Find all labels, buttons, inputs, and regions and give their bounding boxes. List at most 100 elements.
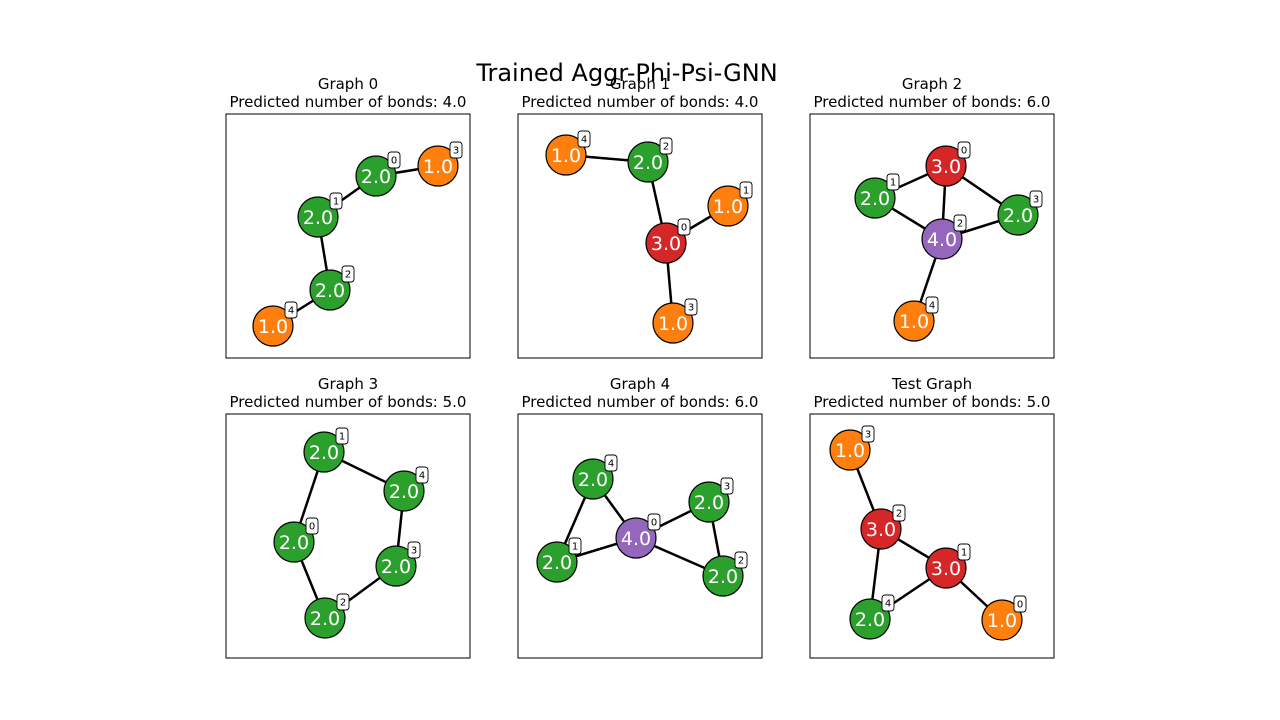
node-index-label: 0 (391, 156, 397, 167)
node-value-label: 1.0 (987, 610, 1017, 632)
node-index-label: 2 (345, 270, 351, 281)
node-index-tag (861, 425, 875, 443)
graph-node (860, 508, 902, 550)
node-value-label: 2.0 (303, 207, 333, 229)
graph-node (652, 302, 694, 344)
node-index-tag (957, 141, 971, 159)
node-value-label: 1.0 (899, 311, 929, 333)
graph-node (383, 470, 425, 512)
node-index-label: 1 (890, 178, 896, 189)
graph-node (572, 458, 614, 500)
graph-node (355, 155, 397, 197)
graph-node (645, 222, 687, 264)
node-index-label: 2 (340, 598, 346, 609)
node-value-label: 4.0 (927, 229, 957, 251)
graph-node (981, 599, 1023, 641)
graph-node (545, 134, 587, 176)
node-index-tag (953, 214, 967, 232)
graph-node (417, 145, 459, 187)
node-value-label: 2.0 (860, 188, 890, 210)
graph-node (375, 545, 417, 587)
node-index-tag (335, 427, 349, 445)
panel-frame (809, 113, 1055, 359)
graph-node (273, 521, 315, 563)
node-index-tag (881, 594, 895, 612)
node-index-label: 0 (1017, 600, 1023, 611)
figure-title: Trained Aggr-Phi-Psi-GNN (475, 59, 777, 87)
node-index-tag (387, 151, 401, 169)
node-index-tag (1029, 190, 1043, 208)
panel-subtitle: Predicted number of bonds: 5.0 (814, 393, 1051, 411)
node-index-tag (449, 141, 463, 159)
panel-title: Graph 4 (610, 375, 670, 393)
node-index-tag (577, 130, 591, 148)
panel-title: Graph 2 (902, 75, 962, 93)
node-index-label: 0 (651, 518, 657, 529)
node-value-label: 2.0 (309, 442, 339, 464)
panel-frame (517, 113, 763, 359)
node-index-label: 0 (681, 223, 687, 234)
node-value-label: 1.0 (658, 313, 688, 335)
graph-node (997, 194, 1039, 236)
graph-node (303, 431, 345, 473)
panel-title: Test Graph (891, 375, 972, 393)
node-index-label: 1 (572, 542, 578, 553)
node-index-label: 4 (288, 306, 294, 317)
panel-title: Graph 3 (318, 375, 378, 393)
graph-node (854, 177, 896, 219)
node-value-label: 2.0 (1003, 205, 1033, 227)
panel-frame (225, 113, 471, 359)
node-index-label: 3 (453, 146, 459, 157)
node-index-label: 3 (724, 482, 730, 493)
node-index-tag (336, 593, 350, 611)
node-index-tag (739, 181, 753, 199)
node-index-tag (329, 192, 343, 210)
node-index-tag (734, 551, 748, 569)
node-value-label: 4.0 (621, 528, 651, 550)
node-value-label: 2.0 (578, 469, 608, 491)
graph-node (627, 141, 669, 183)
node-index-label: 1 (339, 432, 345, 443)
node-value-label: 2.0 (310, 608, 340, 630)
graph-node (925, 145, 967, 187)
node-index-label: 0 (961, 146, 967, 157)
node-index-label: 4 (608, 459, 614, 470)
node-value-label: 2.0 (694, 492, 724, 514)
graph-node (829, 429, 871, 471)
node-index-label: 1 (743, 186, 749, 197)
node-value-label: 2.0 (389, 481, 419, 503)
node-index-label: 3 (411, 546, 417, 557)
graph-node (309, 269, 351, 311)
node-index-tag (659, 137, 673, 155)
node-value-label: 2.0 (315, 280, 345, 302)
graph-node (252, 305, 294, 347)
node-value-label: 2.0 (542, 552, 572, 574)
node-value-label: 2.0 (361, 166, 391, 188)
graph-node (536, 541, 578, 583)
node-value-label: 3.0 (931, 558, 961, 580)
node-index-tag (305, 517, 319, 535)
node-value-label: 2.0 (708, 566, 738, 588)
node-index-tag (720, 477, 734, 495)
node-index-tag (415, 466, 429, 484)
node-index-tag (647, 513, 661, 531)
node-value-label: 2.0 (279, 532, 309, 554)
node-index-tag (886, 173, 900, 191)
node-value-label: 2.0 (381, 556, 411, 578)
node-value-label: 2.0 (855, 609, 885, 631)
node-index-label: 4 (929, 301, 935, 312)
node-index-label: 4 (581, 135, 587, 146)
node-index-label: 1 (961, 548, 967, 559)
node-value-label: 2.0 (633, 152, 663, 174)
node-value-label: 3.0 (931, 156, 961, 178)
node-index-label: 0 (309, 522, 315, 533)
node-value-label: 1.0 (423, 156, 453, 178)
node-index-label: 3 (1033, 195, 1039, 206)
node-value-label: 1.0 (258, 316, 288, 338)
node-index-label: 3 (865, 430, 871, 441)
node-index-tag (1013, 595, 1027, 613)
